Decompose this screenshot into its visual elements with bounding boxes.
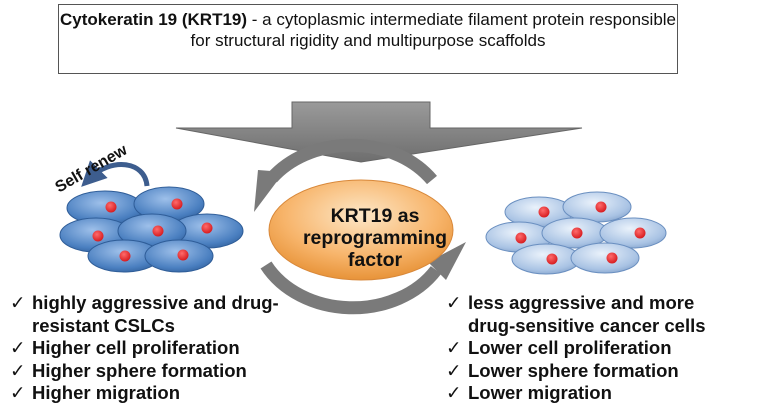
list-item-continuation: resistant CSLCs [32, 314, 175, 336]
self-renew-arrow [81, 160, 150, 187]
list-item: ✓ highly aggressive and drug- [10, 292, 279, 315]
cycle-arrows [260, 138, 442, 315]
list-item: ✓ Higher cell proliferation [10, 337, 279, 360]
check-icon: ✓ [10, 359, 26, 381]
definition-box: Cytokeratin 19 (KRT19) - a cytoplasmic i… [58, 4, 678, 74]
cycle-arrow-head-right [428, 242, 466, 280]
left-cell-cluster [59, 186, 244, 273]
check-icon: ✓ [446, 292, 462, 313]
check-icon: ✓ [10, 337, 26, 358]
big-down-arrow [175, 101, 583, 163]
definition-text: - a cytoplasmic intermediate filament pr… [190, 10, 677, 50]
list-item: ✓ Higher sphere formation [10, 360, 279, 383]
self-renew-label: Self renew [52, 141, 130, 196]
list-item-text: Higher migration [32, 382, 181, 403]
check-icon: ✓ [10, 292, 26, 313]
list-item: ✓ Higher migration [10, 382, 279, 405]
list-item-text: Lower cell proliferation [468, 337, 672, 358]
list-item-text: highly aggressive and drug- [32, 292, 279, 313]
list-item-text: Lower migration [468, 382, 612, 403]
check-icon: ✓ [446, 337, 462, 358]
check-icon: ✓ [446, 359, 462, 381]
center-ellipse [268, 179, 454, 281]
check-icon: ✓ [446, 382, 462, 403]
list-item-text: Higher sphere formation [32, 359, 247, 381]
list-item: ✓ less aggressive and more [446, 292, 706, 315]
list-item: ✓ Lower migration [446, 382, 706, 405]
right-cell-cluster [485, 191, 667, 275]
list-item-continuation: drug-sensitive cancer cells [468, 314, 706, 336]
definition-title: Cytokeratin 19 (KRT19) [59, 10, 248, 29]
list-item-text: less aggressive and more [468, 292, 695, 313]
check-icon: ✓ [10, 382, 26, 403]
list-item: ✓ Lower cell proliferation [446, 337, 706, 360]
left-properties-list: ✓ highly aggressive and drug- resistant … [10, 292, 279, 405]
right-properties-list: ✓ less aggressive and more drug-sensitiv… [446, 292, 706, 405]
list-item-text: Lower sphere formation [468, 359, 679, 381]
list-item-text: Higher cell proliferation [32, 337, 240, 358]
list-item: ✓ Lower sphere formation [446, 360, 706, 383]
cycle-arrow-head-left [254, 170, 284, 212]
